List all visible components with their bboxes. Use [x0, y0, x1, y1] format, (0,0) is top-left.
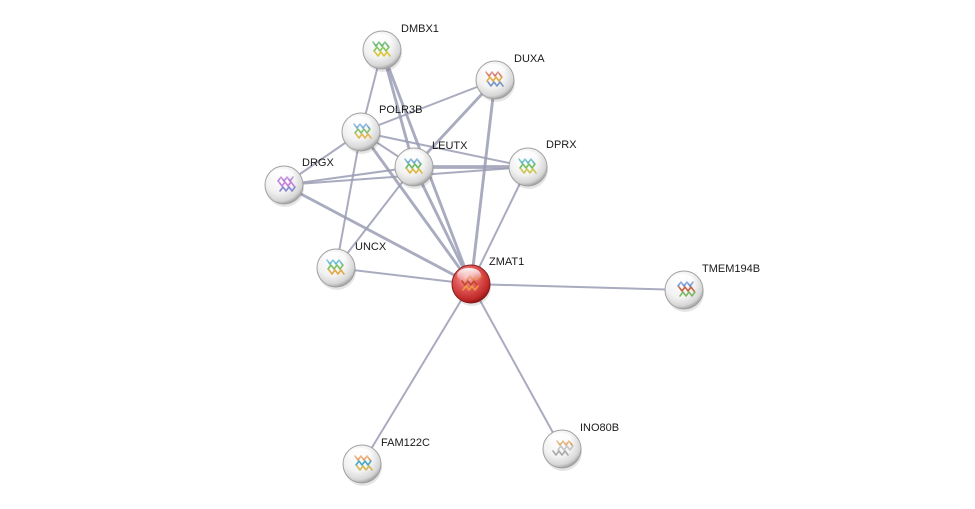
edge-dprx-zmat1[interactable] [470, 166, 529, 285]
node-dprx[interactable] [508, 147, 548, 189]
node-label-tmem194b[interactable]: TMEM194B [702, 263, 760, 275]
node-highlight [481, 64, 505, 78]
edge-polr3b-dprx[interactable] [360, 131, 529, 168]
edge-drgx-zmat1[interactable] [282, 183, 473, 286]
node-ino80b[interactable] [542, 429, 582, 471]
edge-zmat1-ino80b[interactable] [470, 283, 563, 450]
node-label-leutx[interactable]: LEUTX [432, 140, 468, 152]
node-highlight [348, 448, 372, 462]
edge-duxa-zmat1[interactable] [469, 78, 497, 286]
edge-uncx-zmat1[interactable] [335, 267, 472, 285]
node-label-dmbx1[interactable]: DMBX1 [401, 23, 439, 35]
node-highlight [368, 34, 392, 48]
node-highlight [548, 433, 572, 447]
node-label-uncx[interactable]: UNCX [355, 241, 387, 253]
node-leutx[interactable] [394, 147, 434, 189]
edge-leutx-zmat1[interactable] [412, 165, 473, 286]
edge-leutx-uncx[interactable] [335, 166, 415, 269]
node-label-zmat1[interactable]: ZMAT1 [489, 256, 524, 268]
node-zmat1[interactable] [451, 264, 491, 306]
node-label-dprx[interactable]: DPRX [546, 139, 577, 151]
node-label-polr3b[interactable]: POLR3B [379, 104, 422, 116]
edge-zmat1-tmem194b[interactable] [470, 283, 685, 291]
node-drgx[interactable] [264, 165, 304, 207]
node-tmem194b[interactable] [664, 270, 704, 312]
node-highlight [322, 252, 346, 266]
node-highlight [457, 268, 481, 282]
node-label-duxa[interactable]: DUXA [514, 53, 545, 65]
edge-zmat1-fam122c[interactable] [361, 283, 472, 465]
node-highlight [400, 151, 424, 165]
node-uncx[interactable] [316, 248, 356, 290]
node-highlight [514, 151, 538, 165]
edge-duxa-polr3b[interactable] [360, 79, 496, 133]
node-duxa[interactable] [475, 60, 515, 102]
node-label-drgx[interactable]: DRGX [302, 157, 334, 169]
edge-polr3b-uncx[interactable] [335, 131, 362, 269]
node-highlight [670, 274, 694, 288]
node-highlight [347, 116, 371, 130]
node-dmbx1[interactable] [362, 30, 402, 72]
edge-leutx-drgx[interactable] [283, 166, 415, 186]
edge-dmbx1-leutx[interactable] [380, 48, 416, 169]
node-label-fam122c[interactable]: FAM122C [381, 437, 430, 449]
edge-duxa-leutx[interactable] [412, 78, 497, 169]
node-polr3b[interactable] [341, 112, 381, 154]
edge-polr3b-zmat1[interactable] [359, 130, 473, 286]
node-fam122c[interactable] [342, 444, 382, 486]
node-label-ino80b[interactable]: INO80B [580, 422, 619, 434]
node-highlight [270, 169, 294, 183]
